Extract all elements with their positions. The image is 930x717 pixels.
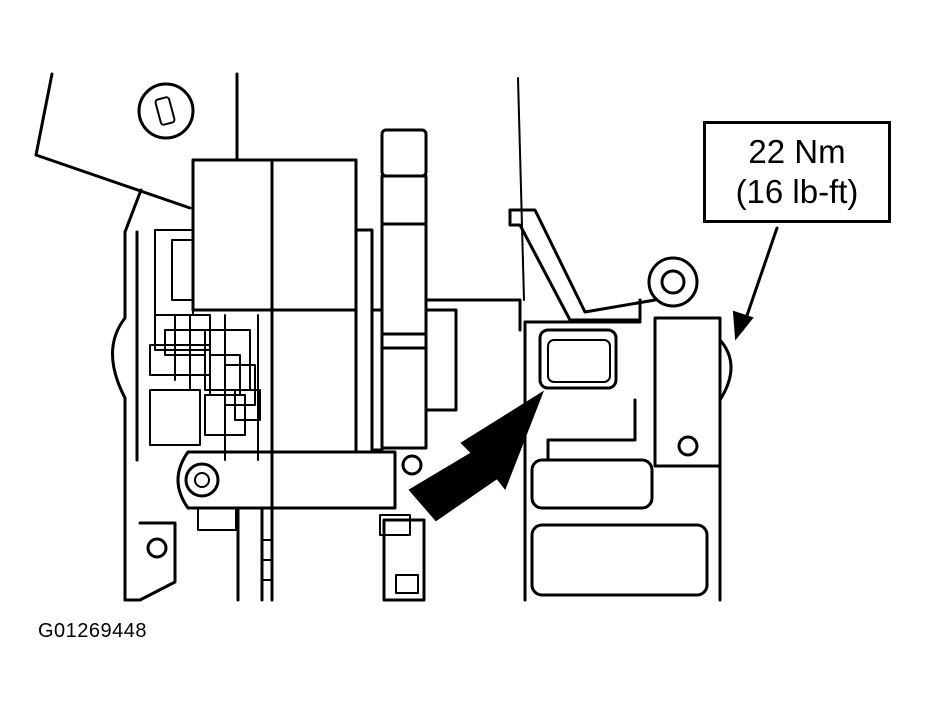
figure-id: G01269448	[38, 620, 148, 642]
torque-metric: 22 Nm	[748, 133, 846, 170]
torque-imperial: (16 lb-ft)	[735, 173, 859, 210]
cable	[517, 77, 525, 301]
right-bracket	[523, 316, 733, 602]
shift-lever	[508, 208, 699, 390]
upper-left-plate	[34, 72, 195, 210]
linkage-stack	[149, 229, 261, 461]
indicator-arrow	[408, 390, 545, 522]
lower-mount-bar	[176, 450, 423, 602]
torque-callout: 22 Nm (16 lb-ft)	[703, 121, 891, 223]
center-block	[191, 158, 374, 602]
pointer-arrow	[732, 226, 779, 341]
left-housing	[111, 72, 239, 602]
selector-shaft	[370, 128, 522, 602]
